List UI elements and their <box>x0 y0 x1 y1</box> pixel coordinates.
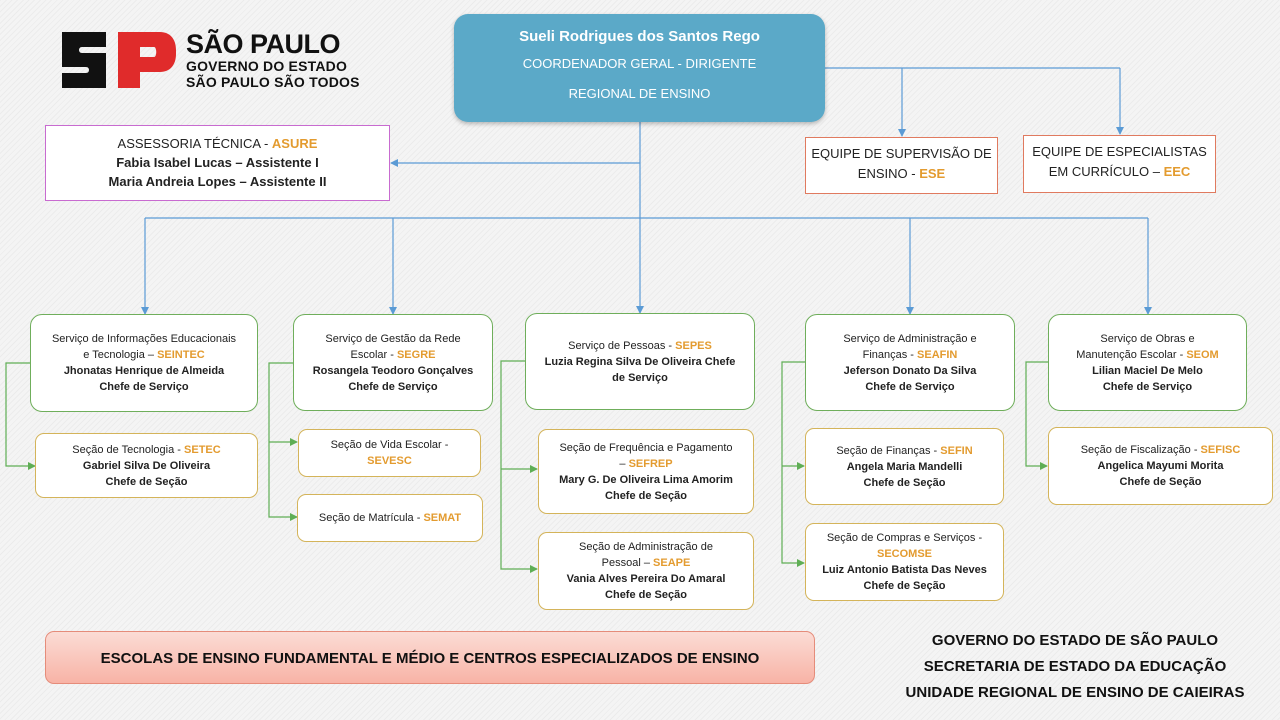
ese-label-1: EQUIPE DE SUPERVISÃO DE <box>811 146 992 161</box>
director-unit: REGIONAL DE ENSINO <box>568 86 711 101</box>
sefisc-role: Chefe de Seção <box>1119 476 1202 488</box>
sp-logo-mark-icon <box>62 32 176 88</box>
sao-paulo-logo: SÃO PAULO GOVERNO DO ESTADO SÃO PAULO SÃ… <box>60 30 360 92</box>
seintec-node[interactable]: Serviço de Informações Educacionais e Te… <box>30 314 258 412</box>
seape-person: Vania Alves Pereira Do Amaral <box>566 573 726 585</box>
secomse-label: Seção de Compras e Serviços - <box>826 532 983 544</box>
sepes-node[interactable]: Serviço de Pessoas - SEPES Luzia Regina … <box>525 313 755 410</box>
secomse-acronym: SECOMSE <box>876 548 932 560</box>
seape-label-2: Pessoal – <box>601 557 654 569</box>
seintec-acronym: SEINTEC <box>157 349 205 361</box>
seintec-label-2: e Tecnologia – <box>83 349 158 361</box>
logo-line-1: SÃO PAULO <box>186 29 341 59</box>
government-line-3: UNIDADE REGIONAL DE ENSINO DE CAIEIRAS <box>905 684 1245 701</box>
asure-node[interactable]: ASSESSORIA TÉCNICA - ASURE Fabia Isabel … <box>45 125 390 201</box>
setec-role: Chefe de Seção <box>105 475 188 488</box>
seape-node[interactable]: Seção de Administração de Pessoal – SEAP… <box>538 532 754 610</box>
sefin-role: Chefe de Seção <box>863 476 946 489</box>
seafin-label-1: Serviço de Administração e <box>843 332 977 345</box>
sefisc-node[interactable]: Seção de Fiscalização - SEFISC Angelica … <box>1048 427 1273 505</box>
setec-acronym: SETEC <box>184 443 221 456</box>
seom-label-1: Serviço de Obras e <box>1100 332 1195 345</box>
seape-role: Chefe de Seção <box>605 589 687 601</box>
logo-line-3: SÃO PAULO SÃO TODOS <box>186 74 360 90</box>
asure-member-1: Fabia Isabel Lucas – Assistente I <box>116 155 319 170</box>
government-line-1: GOVERNO DO ESTADO DE SÃO PAULO <box>931 632 1219 649</box>
secomse-node[interactable]: Seção de Compras e Serviços - SECOMSE Lu… <box>805 523 1004 601</box>
director-name: Sueli Rodrigues dos Santos Rego <box>519 28 760 45</box>
asure-label: ASSESSORIA TÉCNICA - <box>117 136 272 151</box>
setec-label: Seção de Tecnologia - <box>72 443 185 456</box>
seape-label-1: Seção de Administração de <box>579 541 713 553</box>
sefin-label: Seção de Finanças - <box>836 444 941 457</box>
asure-member-2: Maria Andreia Lopes – Assistente II <box>108 174 327 189</box>
segre-label-1: Serviço de Gestão da Rede <box>325 332 461 345</box>
sepes-role: de Serviço <box>612 371 668 384</box>
schools-node[interactable]: ESCOLAS DE ENSINO FUNDAMENTAL E MÉDIO E … <box>45 631 815 684</box>
setec-person: Gabriel Silva De Oliveira <box>82 459 211 472</box>
sepes-label: Serviço de Pessoas - <box>568 339 676 352</box>
sefrep-label-1: Seção de Frequência e Pagamento <box>559 441 733 454</box>
segre-label-2: Escolar - <box>350 348 397 361</box>
secomse-role: Chefe de Seção <box>863 580 946 592</box>
sefrep-label-2: – <box>619 457 629 470</box>
sefin-acronym: SEFIN <box>940 444 973 457</box>
ese-label-2: ENSINO - <box>857 166 920 181</box>
ese-node[interactable]: EQUIPE DE SUPERVISÃO DE ENSINO - ESE <box>805 137 998 194</box>
seom-role: Chefe de Serviço <box>1102 380 1193 393</box>
seafin-role: Chefe de Serviço <box>865 380 955 393</box>
eec-node[interactable]: EQUIPE DE ESPECIALISTAS EM CURRÍCULO – E… <box>1023 135 1216 193</box>
seape-acronym: SEAPE <box>653 557 691 569</box>
government-footer: GOVERNO DO ESTADO DE SÃO PAULO SECRETARI… <box>880 628 1270 706</box>
sevesc-node[interactable]: Seção de Vida Escolar - SEVESC <box>298 429 481 477</box>
seintec-role: Chefe de Serviço <box>99 381 189 393</box>
sefrep-acronym: SEFREP <box>628 457 673 470</box>
seintec-label-1: Serviço de Informações Educacionais <box>51 333 237 345</box>
eec-acronym: EEC <box>1163 164 1191 179</box>
eec-label-1: EQUIPE DE ESPECIALISTAS <box>1032 144 1207 159</box>
seom-acronym: SEOM <box>1186 348 1219 361</box>
seafin-node[interactable]: Serviço de Administração e Finanças - SE… <box>805 314 1015 411</box>
eec-label-2: EM CURRÍCULO – <box>1048 164 1164 179</box>
sevesc-acronym: SEVESC <box>367 455 412 467</box>
seom-person: Lilian Maciel De Melo <box>1092 364 1203 377</box>
sefisc-acronym: SEFISC <box>1200 444 1241 456</box>
sepes-person: Luzia Regina Silva De Oliveira Chefe <box>544 355 736 368</box>
segre-role: Chefe de Serviço <box>348 380 438 393</box>
sefin-node[interactable]: Seção de Finanças - SEFIN Angela Maria M… <box>805 428 1004 505</box>
government-line-2: SECRETARIA DE ESTADO DA EDUCAÇÃO <box>923 658 1227 675</box>
segre-person: Rosangela Teodoro Gonçalves <box>312 364 474 377</box>
sefisc-person: Angelica Mayumi Morita <box>1097 460 1224 472</box>
segre-node[interactable]: Serviço de Gestão da Rede Escolar - SEGR… <box>293 314 493 411</box>
seafin-acronym: SEAFIN <box>917 348 958 361</box>
seom-node[interactable]: Serviço de Obras e Manutenção Escolar - … <box>1048 314 1247 411</box>
seafin-label-2: Finanças - <box>862 348 918 361</box>
seintec-person: Jhonatas Henrique de Almeida <box>63 365 225 377</box>
sefisc-label: Seção de Fiscalização - <box>1080 444 1201 456</box>
asure-acronym: ASURE <box>271 136 318 151</box>
sefrep-role: Chefe de Seção <box>605 489 687 502</box>
segre-acronym: SEGRE <box>396 348 436 361</box>
seafin-person: Jeferson Donato Da Silva <box>843 364 977 377</box>
setec-node[interactable]: Seção de Tecnologia - SETEC Gabriel Silv… <box>35 433 258 498</box>
sepes-acronym: SEPES <box>675 339 712 352</box>
sefrep-person: Mary G. De Oliveira Lima Amorim <box>559 473 733 486</box>
director-title: COORDENADOR GERAL - DIRIGENTE <box>522 56 757 71</box>
semat-node[interactable]: Seção de Matrícula - SEMAT <box>297 494 483 542</box>
secomse-person: Luiz Antonio Batista Das Neves <box>822 564 987 576</box>
sevesc-label: Seção de Vida Escolar - <box>330 439 449 451</box>
logo-line-2: GOVERNO DO ESTADO <box>186 58 348 74</box>
director-node[interactable]: Sueli Rodrigues dos Santos Rego COORDENA… <box>454 14 825 122</box>
semat-acronym: SEMAT <box>423 512 462 524</box>
sefrep-node[interactable]: Seção de Frequência e Pagamento – SEFREP… <box>538 429 754 514</box>
ese-acronym: ESE <box>919 166 946 181</box>
sefin-person: Angela Maria Mandelli <box>846 460 963 473</box>
semat-label: Seção de Matrícula - <box>318 512 424 524</box>
seom-label-2: Manutenção Escolar - <box>1076 348 1187 361</box>
